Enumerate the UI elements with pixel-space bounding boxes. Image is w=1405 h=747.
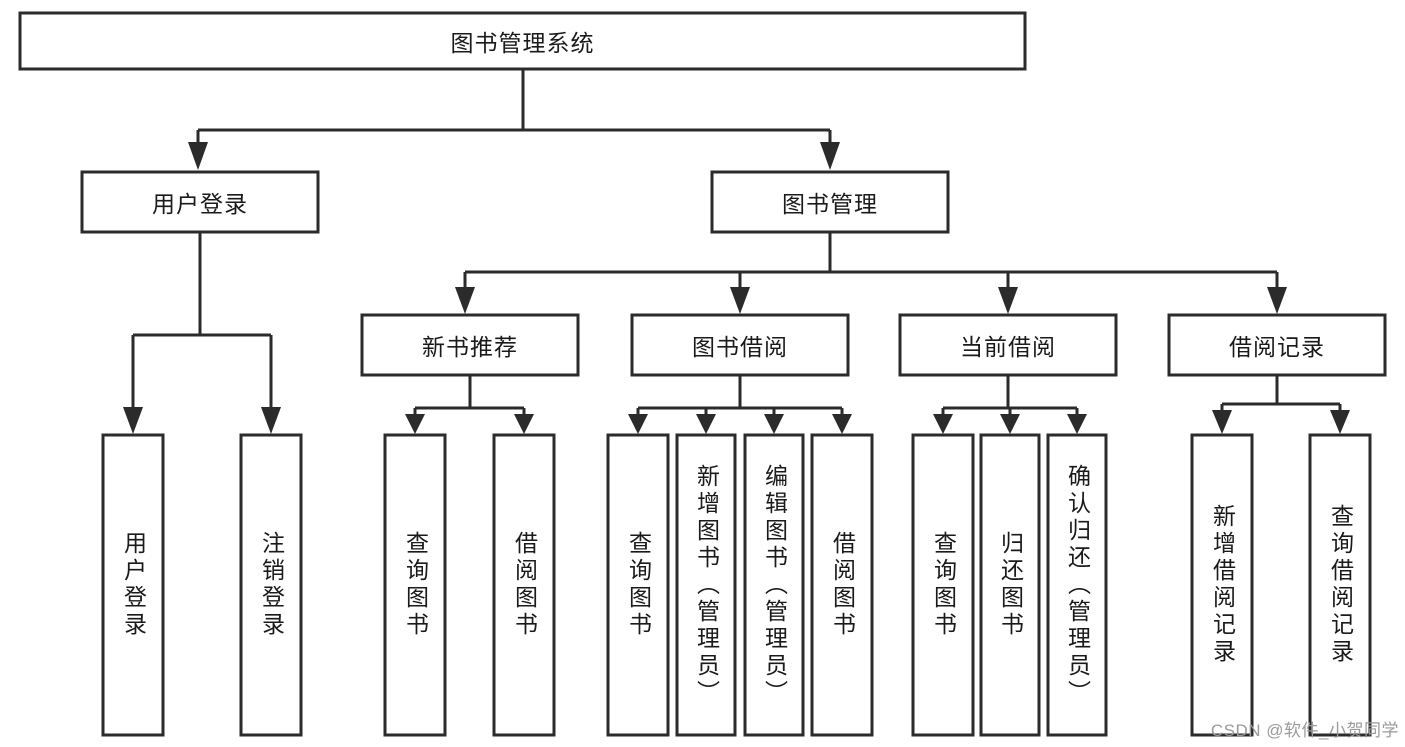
arrow-head-current-borrow <box>998 287 1018 314</box>
node-box-leaf-query-book-3[interactable] <box>911 433 975 737</box>
node-box-root[interactable] <box>18 11 1027 71</box>
node-label-leaf-query-book-3: 查询图书 <box>930 531 957 639</box>
node-box-leaf-confirm-return-admin[interactable] <box>1046 433 1108 737</box>
arrow-head-leaf-add-borrow-record <box>1212 410 1232 434</box>
node-box-book-management[interactable] <box>710 170 950 234</box>
arrow-head-leaf-borrow-book-2 <box>832 414 852 434</box>
arrow-head-leaf-query-book-1 <box>405 414 425 434</box>
node-label-leaf-return-book: 归还图书 <box>997 531 1024 639</box>
node-box-leaf-add-book-admin[interactable] <box>675 433 737 737</box>
node-label-leaf-add-book-admin: 新增图书（管理员） <box>693 463 720 707</box>
node-label-new-book-recommend: 新书推荐 <box>422 334 518 360</box>
node-box-leaf-user-logout[interactable] <box>239 433 303 737</box>
node-label-borrow-record: 借阅记录 <box>1229 334 1325 360</box>
node-label-leaf-query-book-1: 查询图书 <box>402 531 429 639</box>
node-box-new-book-recommend[interactable] <box>360 313 580 377</box>
arrow-head-leaf-query-book-3 <box>933 414 953 434</box>
arrow-head-leaf-return-book <box>1000 414 1020 434</box>
node-box-current-borrow[interactable] <box>898 313 1118 377</box>
node-label-leaf-borrow-book-2: 借阅图书 <box>829 531 856 639</box>
node-box-leaf-borrow-book-1[interactable] <box>492 433 556 737</box>
arrow-head-leaf-borrow-book-1 <box>514 414 534 434</box>
arrow-head-leaf-user-login <box>123 407 143 434</box>
arrow-head-book-borrow <box>730 287 750 314</box>
arrow-head-new-book-recommend <box>455 287 475 314</box>
node-box-leaf-borrow-book-2[interactable] <box>810 433 874 737</box>
node-label-root: 图书管理系统 <box>450 30 595 56</box>
node-box-leaf-query-borrow-record[interactable] <box>1308 433 1372 737</box>
node-label-leaf-query-book-2: 查询图书 <box>625 531 652 639</box>
node-label-leaf-query-borrow-record: 查询借阅记录 <box>1327 504 1354 666</box>
node-label-leaf-edit-book-admin: 编辑图书（管理员） <box>761 463 788 707</box>
node-label-book-management: 图书管理 <box>782 191 878 217</box>
node-box-book-borrow[interactable] <box>630 313 850 377</box>
arrow-head-book-management <box>820 142 840 170</box>
arrow-head-leaf-query-book-2 <box>628 414 648 434</box>
arrow-head-leaf-confirm-return-admin <box>1067 414 1087 434</box>
arrow-head-borrow-record <box>1267 287 1287 314</box>
csdn-watermark: CSDN @软件_小贺同学 <box>1210 721 1399 740</box>
node-box-leaf-user-login[interactable] <box>101 433 165 737</box>
node-label-leaf-borrow-book-1: 借阅图书 <box>511 531 538 639</box>
node-box-leaf-query-book-1[interactable] <box>383 433 447 737</box>
arrow-head-leaf-add-book-admin <box>696 414 716 434</box>
node-box-leaf-edit-book-admin[interactable] <box>743 433 805 737</box>
node-label-leaf-user-logout: 注销登录 <box>258 531 285 639</box>
node-box-leaf-return-book[interactable] <box>979 433 1041 737</box>
node-box-user-login[interactable] <box>80 170 320 234</box>
arrow-head-leaf-user-logout <box>261 407 281 434</box>
node-label-user-login: 用户登录 <box>152 191 248 217</box>
arrow-head-leaf-query-borrow-record <box>1330 410 1350 434</box>
node-label-leaf-add-borrow-record: 新增借阅记录 <box>1209 504 1236 666</box>
node-label-leaf-user-login: 用户登录 <box>120 531 147 639</box>
node-label-current-borrow: 当前借阅 <box>960 334 1056 360</box>
node-label-leaf-confirm-return-admin: 确认归还（管理员） <box>1064 463 1091 707</box>
node-label-book-borrow: 图书借阅 <box>692 334 788 360</box>
node-box-leaf-add-borrow-record[interactable] <box>1190 433 1254 737</box>
arrow-head-user-login <box>188 142 208 170</box>
arrow-head-leaf-edit-book-admin <box>764 414 784 434</box>
node-box-leaf-query-book-2[interactable] <box>606 433 670 737</box>
